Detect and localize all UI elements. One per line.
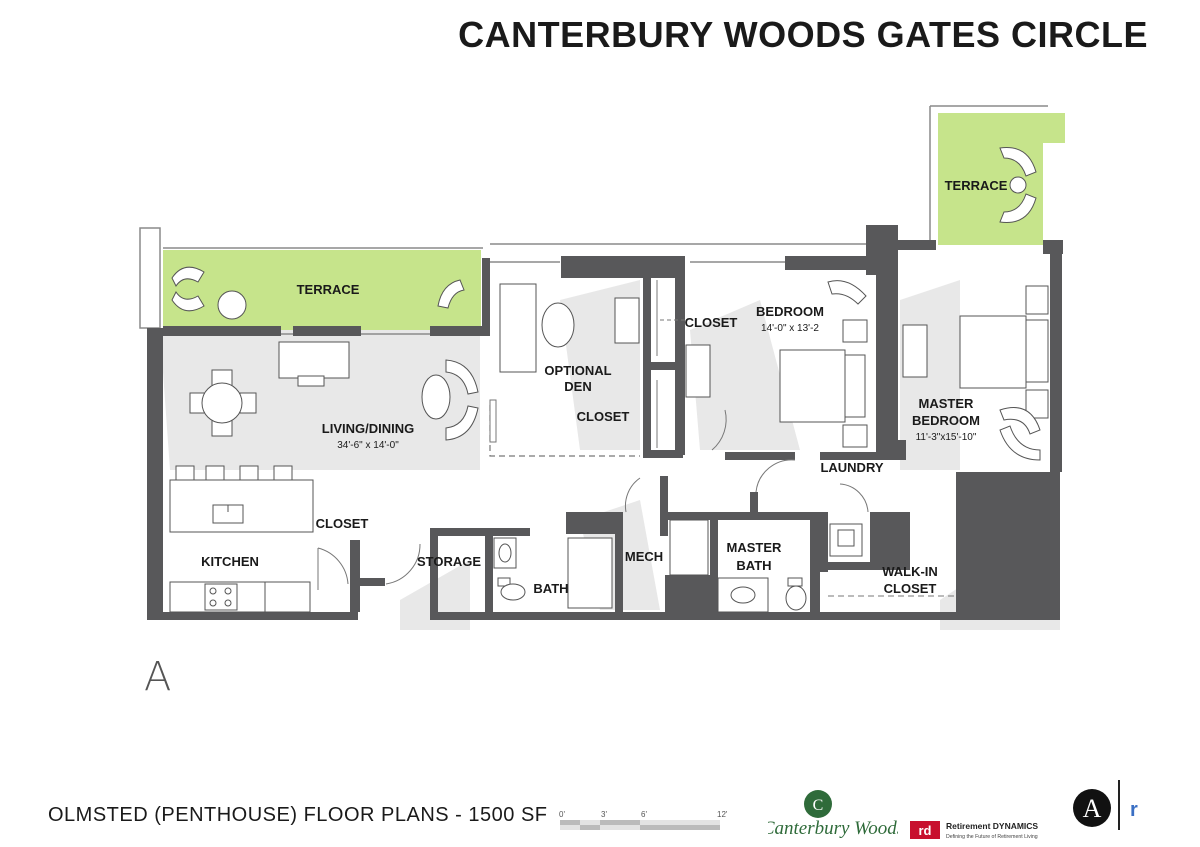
master-bedroom-label-1: MASTER	[919, 396, 975, 411]
scale-label-12: 12'	[717, 810, 728, 819]
living-dining-label: LIVING/DINING	[322, 421, 414, 436]
unit-letter: A	[144, 654, 172, 700]
storage-label: STORAGE	[417, 554, 481, 569]
canterbury-woods-logo: C Canterbury Woods	[768, 790, 898, 839]
stools	[175, 465, 293, 481]
master-bedroom-dimensions: 11'-3"x15'-10"	[916, 432, 977, 443]
retirement-dynamics-logo: rd Retirement DYNAMICS Defining the Futu…	[910, 821, 1038, 840]
bedroom-dimensions: 14'-0" x 13'-2	[761, 323, 819, 334]
closet-bedroom-label: CLOSET	[685, 315, 738, 330]
rd-logo-name: Retirement DYNAMICS	[946, 821, 1038, 831]
master-bath-label-2: BATH	[736, 558, 771, 573]
canterbury-woods-logo-letter: C	[813, 797, 824, 814]
architect-logo-r: r	[1118, 780, 1138, 830]
rd-logo-mark: rd	[919, 823, 932, 838]
living-dining-dimensions: 34'-6" x 14'-0"	[337, 440, 399, 451]
closet-kitchen-label: CLOSET	[316, 516, 369, 531]
terrace-right-label: TERRACE	[945, 178, 1008, 193]
optional-den-label-1: OPTIONAL	[544, 363, 611, 378]
scale-label-0: 0'	[559, 810, 565, 819]
bedroom-label: BEDROOM	[756, 304, 824, 319]
laundry-label: LAUNDRY	[820, 460, 883, 475]
master-bedroom-label-2: BEDROOM	[912, 413, 980, 428]
bath-fixtures	[493, 519, 863, 613]
kitchen-fixtures	[169, 479, 314, 613]
optional-den-label-2: DEN	[564, 379, 591, 394]
kitchen-label: KITCHEN	[201, 554, 259, 569]
closet-den-label: CLOSET	[577, 409, 630, 424]
walk-in-closet-label-2: CLOSET	[884, 581, 937, 596]
bath-label: BATH	[533, 581, 568, 596]
architect-logo-letter: A	[1083, 794, 1102, 823]
beds	[685, 280, 1049, 461]
terrace-left	[163, 250, 481, 330]
terrace-left-label: TERRACE	[297, 282, 360, 297]
seating	[171, 266, 640, 441]
rd-logo-tagline: Defining the Future of Retirement Living	[946, 834, 1038, 840]
scale-bar: 0' 3' 6' 12'	[559, 810, 728, 830]
architect-logo-r-letter: r	[1130, 799, 1138, 821]
dining-table	[189, 369, 257, 437]
page-title: CANTERBURY WOODS GATES CIRCLE	[458, 14, 1148, 55]
scale-label-3: 3'	[601, 810, 607, 819]
mech-label: MECH	[625, 549, 663, 564]
scale-label-6: 6'	[641, 810, 647, 819]
floor-plan-title: OLMSTED (PENTHOUSE) FLOOR PLANS - 1500 S…	[48, 804, 548, 826]
terrace-right	[938, 113, 1043, 245]
architect-logo-a: A	[1073, 789, 1111, 827]
canterbury-woods-logo-text: Canterbury Woods	[768, 818, 898, 839]
walk-in-closet-label-1: WALK-IN	[882, 564, 938, 579]
doors	[317, 280, 869, 590]
master-bath-label-1: MASTER	[727, 540, 783, 555]
walls	[147, 225, 1063, 620]
